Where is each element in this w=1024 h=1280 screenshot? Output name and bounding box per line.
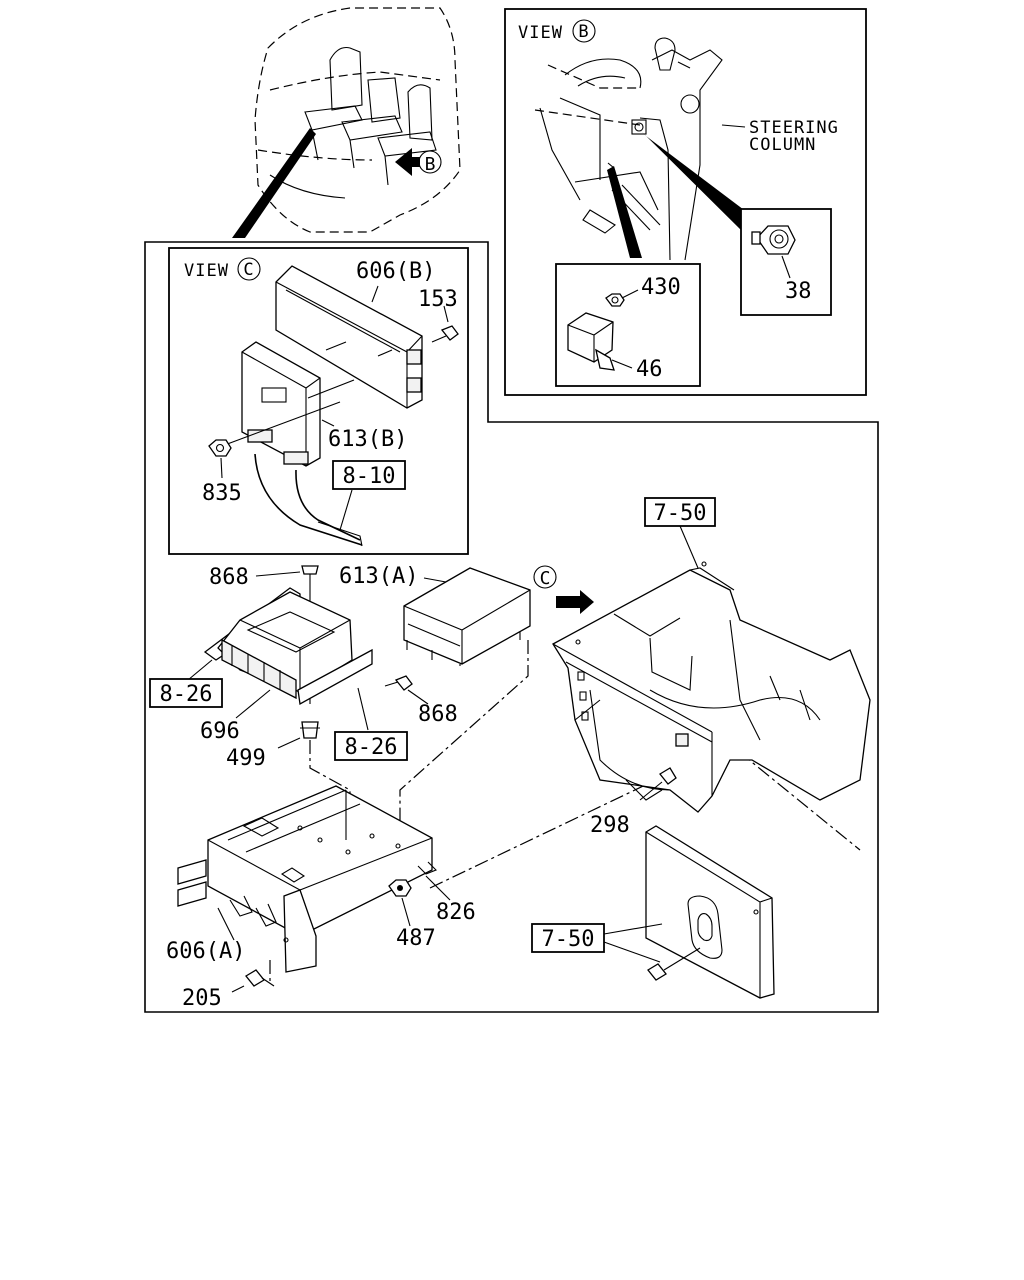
screw-868-right-icon <box>384 675 413 691</box>
ref-7-50-top: 7-50 <box>654 501 707 526</box>
callout-487: 487 <box>396 926 436 951</box>
view-b-contents: VIEW B STEERING COLUMN <box>518 19 839 387</box>
callout-205: 205 <box>182 986 222 1011</box>
bolt-cover-icon <box>647 947 701 981</box>
frame-crossmember-icon <box>552 561 871 813</box>
callout-c-arrow: C <box>540 568 551 589</box>
nut-487-icon <box>388 879 412 897</box>
relay-icon <box>567 312 615 371</box>
callout-613a: 613(A) <box>339 564 418 589</box>
ecu-696-icon <box>203 587 373 706</box>
ref-8-26-left: 8-26 <box>160 682 213 707</box>
callout-153: 153 <box>418 287 458 312</box>
bolt-205-icon <box>245 969 275 987</box>
callout-298: 298 <box>590 813 630 838</box>
nut-835-icon <box>208 439 232 457</box>
callout-430: 430 <box>641 275 681 300</box>
callout-606b: 606(B) <box>356 259 435 284</box>
callout-826: 826 <box>436 900 476 925</box>
switch-38-icon <box>751 225 796 255</box>
ref-7-50-bottom: 7-50 <box>542 927 595 952</box>
bolt-153-icon <box>431 325 459 343</box>
cab-illustration: B <box>232 7 461 238</box>
callout-868-right: 868 <box>418 702 458 727</box>
cover-panel-icon <box>645 825 775 999</box>
bracket-606b-icon <box>275 265 423 409</box>
callout-613b: 613(B) <box>328 427 407 452</box>
view-c-contents: VIEW C 153 <box>184 257 459 547</box>
ecu-613a-icon <box>403 567 531 666</box>
callout-46: 46 <box>636 357 663 382</box>
clip-499-icon <box>300 721 320 739</box>
callout-499: 499 <box>226 746 266 771</box>
callout-835: 835 <box>202 481 242 506</box>
bolt-298-icon <box>659 767 677 785</box>
view-c-caption: VIEW <box>184 261 229 281</box>
callout-696: 696 <box>200 719 240 744</box>
callout-868-top: 868 <box>209 565 249 590</box>
bracket-606a-icon <box>177 785 437 973</box>
ref-8-26-mid: 8-26 <box>345 735 398 760</box>
ref-8-10: 8-10 <box>343 464 396 489</box>
callout-38: 38 <box>785 279 812 304</box>
steering-column-label-2: COLUMN <box>749 135 816 155</box>
nut-430-icon <box>605 293 625 307</box>
main-frame <box>144 241 879 1013</box>
callout-606a: 606(A) <box>166 939 245 964</box>
view-c-letter: C <box>243 260 254 280</box>
callout-b-arrow: B <box>425 154 436 175</box>
view-b-caption: VIEW <box>518 23 563 43</box>
ecu-613b-icon <box>241 341 321 467</box>
view-b-letter: B <box>578 22 589 42</box>
steering-column-label-1: STEERING <box>749 118 839 138</box>
